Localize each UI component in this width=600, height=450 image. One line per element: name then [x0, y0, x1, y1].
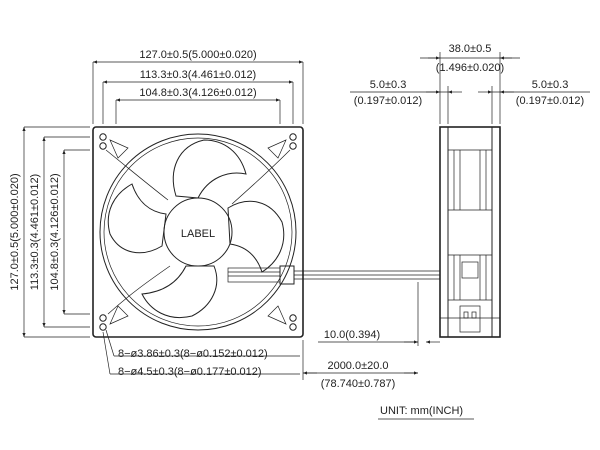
lead-dimensions: 10.0(0.394) 2000.0±20.0 (78.740±0.787): [302, 282, 440, 390]
hole-large-text: 8−ø4.5±0.3(8−ø0.177±0.012): [118, 366, 262, 378]
top-dimensions: 127.0±0.5(5.000±0.020) 113.3±0.3(4.461±0…: [92, 49, 304, 124]
fan-blades: [107, 139, 285, 318]
dim-inner-text: 104.8±0.3(4.126±0.012): [139, 87, 256, 99]
left-dimensions: 127.0±0.5(5.000±0.020) 113.3±0.3(4.461±0…: [9, 126, 90, 338]
fan-blade: [227, 200, 285, 273]
vdim-mid-text: 113.3±0.3(4.461±0.012): [29, 174, 41, 290]
mounting-hole: [99, 314, 107, 322]
flange-left-in-text: (0.197±0.012): [354, 95, 422, 107]
fan-frame-outline: [92, 126, 304, 338]
dim-outer-text: 127.0±0.5(5.000±0.020): [139, 49, 256, 61]
mounting-holes: [99, 133, 297, 331]
venturi-ring: [99, 133, 297, 331]
lead-length-mm-text: 2000.0±20.0: [327, 360, 388, 372]
motor-hub: [163, 197, 233, 267]
fan-blade: [107, 183, 167, 254]
side-mount-detail: [440, 305, 500, 333]
flange-right-mm-text: 5.0±0.3: [532, 79, 569, 91]
unit-note: UNIT: mm(INCH): [380, 405, 463, 417]
hole-callouts: 8−ø3.86±0.3(8−ø0.152±0.012) 8−ø4.5±0.3(8…: [102, 329, 300, 378]
mounting-hole: [99, 323, 107, 331]
side-view: 38.0±0.5 (1.496±0.020) 5.0±0.3 (0.197±0.…: [302, 43, 590, 390]
mounting-hole: [99, 133, 107, 141]
side-ribs: [448, 149, 492, 301]
depth-mm-text: 38.0±0.5: [449, 43, 492, 55]
lead-wires: [294, 270, 440, 280]
fan-blade: [141, 265, 218, 318]
vdim-inner-text: 104.8±0.3(4.126±0.012): [49, 173, 61, 290]
depth-in-text: (1.496±0.020): [436, 62, 504, 74]
mounting-hole: [99, 142, 107, 150]
side-top-dimensions: 38.0±0.5 (1.496±0.020) 5.0±0.3 (0.197±0.…: [350, 43, 590, 124]
side-frame-outline: [439, 126, 501, 338]
corner-ribs: [109, 139, 287, 325]
flange-left-mm-text: 5.0±0.3: [370, 79, 407, 91]
fan-blade: [172, 139, 247, 199]
lead-length-in-text: (78.740±0.787): [321, 378, 396, 390]
dim-mid-text: 113.3±0.3(4.461±0.012): [140, 69, 256, 81]
mounting-hole: [289, 323, 297, 331]
hub-label: LABEL: [181, 228, 215, 240]
hole-small-text: 8−ø3.86±0.3(8−ø0.152±0.012): [118, 348, 268, 360]
vdim-outer-text: 127.0±0.5(5.000±0.020): [9, 173, 21, 290]
lead-stub-text: 10.0(0.394): [324, 329, 380, 341]
mounting-hole: [289, 133, 297, 141]
mounting-hole: [289, 314, 297, 322]
front-view: LABEL 127.0±0.5(5.000±0.020) 113: [9, 49, 440, 378]
venturi-ring-inner: [103, 137, 293, 327]
support-struts: [105, 149, 291, 315]
flange-right-in-text: (0.197±0.012): [516, 95, 584, 107]
mounting-hole: [289, 142, 297, 150]
